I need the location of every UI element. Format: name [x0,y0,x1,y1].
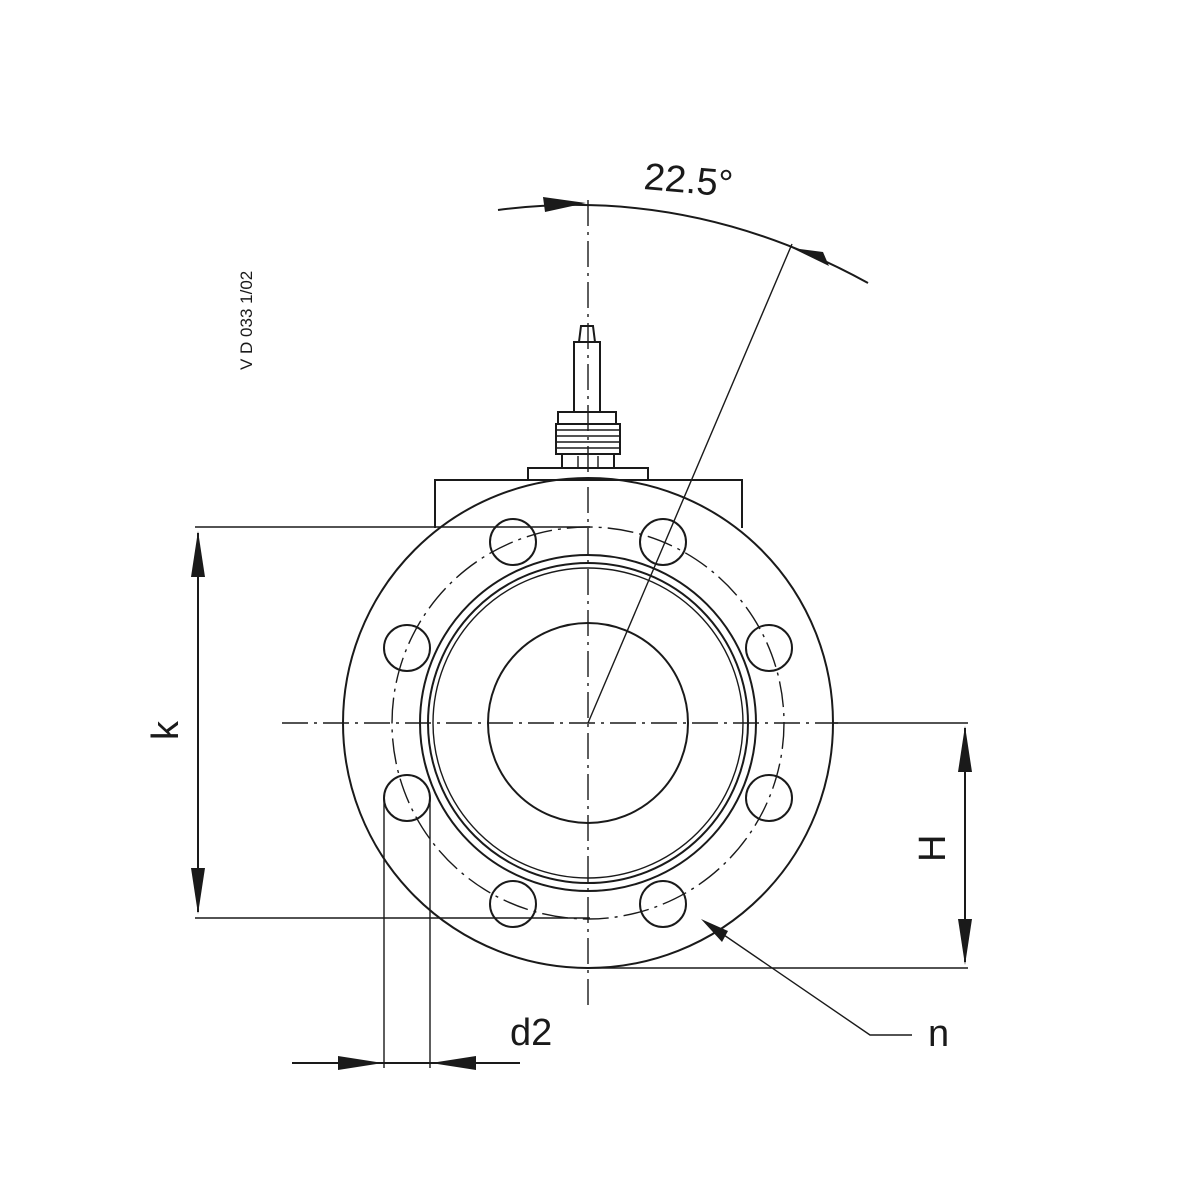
bolt-hole [489,518,537,566]
bolt-hole [383,624,431,672]
bolt-hole [745,624,793,672]
H-dimension [588,722,972,969]
bolt-hole [745,774,793,822]
n-leader [701,919,912,1036]
d2-dimension [292,798,520,1070]
angle-dimension [497,197,869,724]
H-label: H [912,835,954,862]
bolt-hole [639,518,687,566]
k-dimension [191,526,590,919]
bolt-hole [489,880,537,928]
k-label: k [145,720,187,740]
d2-label: d2 [510,1012,552,1054]
n-label: n [928,1013,949,1055]
angle-label: 22.5° [642,156,734,206]
drawing-id-label: V D 033 1/02 [237,271,256,370]
bolt-hole [639,880,687,928]
